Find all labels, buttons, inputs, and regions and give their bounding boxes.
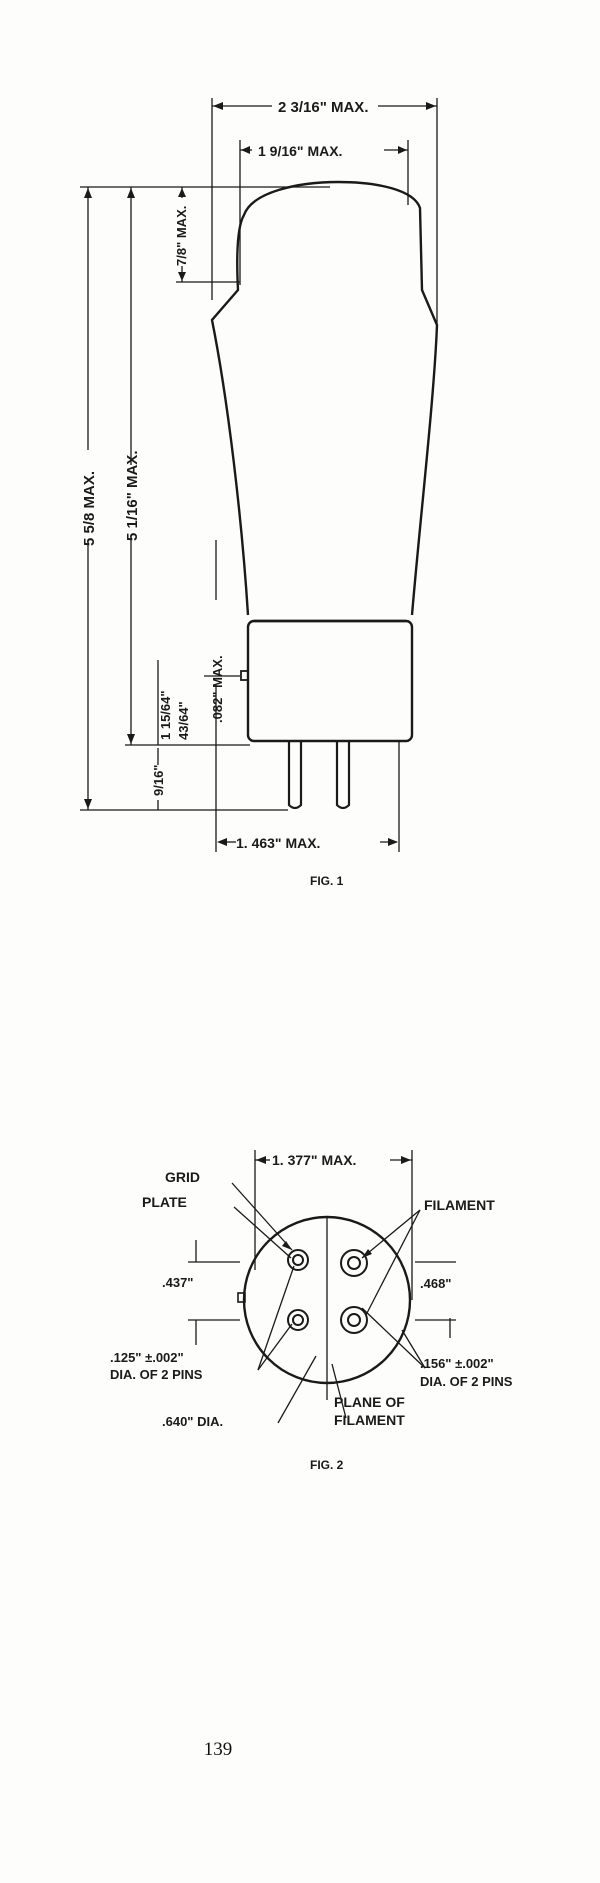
dim-base-height-b: 43/64" — [176, 701, 191, 740]
dim-pin-offset: .082" MAX. — [210, 655, 225, 723]
tube-pins — [287, 741, 351, 810]
dim-seated-height: 5 1/16" MAX. — [124, 451, 141, 541]
fig2-arrowheads — [256, 1156, 411, 1258]
key-nub — [237, 1292, 246, 1303]
dim-overall-height: 5 5/8 MAX. — [81, 471, 98, 546]
tube-outline — [210, 180, 439, 743]
dim-right-spacing: .468" — [420, 1276, 451, 1291]
label-large-pins-1: .156" ±.002" — [420, 1356, 494, 1371]
label-plane-filament: FILAMENT — [334, 1412, 405, 1428]
label-grid: GRID — [165, 1169, 200, 1185]
label-base-dia: .640" DIA. — [162, 1414, 223, 1429]
dim-overall-width: 2 3/16" MAX. — [278, 99, 368, 116]
fig2-dimension-lines — [188, 1150, 456, 1424]
dim-left-spacing: .437" — [162, 1275, 193, 1290]
dim-base-width: 1. 463" MAX. — [236, 835, 320, 851]
fig2-caption: FIG. 2 — [310, 1458, 344, 1472]
fig1-arrowheads — [84, 102, 436, 846]
dim-dome-width: 1 9/16" MAX. — [258, 143, 342, 159]
label-small-pins-1: .125" ±.002" — [110, 1350, 184, 1365]
fig1-caption: FIG. 1 — [310, 874, 344, 888]
label-plate: PLATE — [142, 1194, 187, 1210]
dim-dome-height: 7/8" MAX. — [174, 206, 189, 266]
dim-pin-length: 9/16" — [151, 765, 166, 796]
label-plane-of: PLANE OF — [334, 1394, 405, 1410]
label-large-pins-2: DIA. OF 2 PINS — [420, 1374, 513, 1389]
label-small-pins-2: DIA. OF 2 PINS — [110, 1367, 203, 1382]
dim-base-width-fig2: 1. 377" MAX. — [272, 1152, 356, 1168]
dim-base-height-a: 1 15/64" — [158, 690, 173, 740]
label-filament: FILAMENT — [424, 1197, 495, 1213]
page-number: 139 — [203, 1739, 233, 1760]
base-pins — [287, 1249, 368, 1334]
side-pin-nub — [240, 670, 249, 681]
